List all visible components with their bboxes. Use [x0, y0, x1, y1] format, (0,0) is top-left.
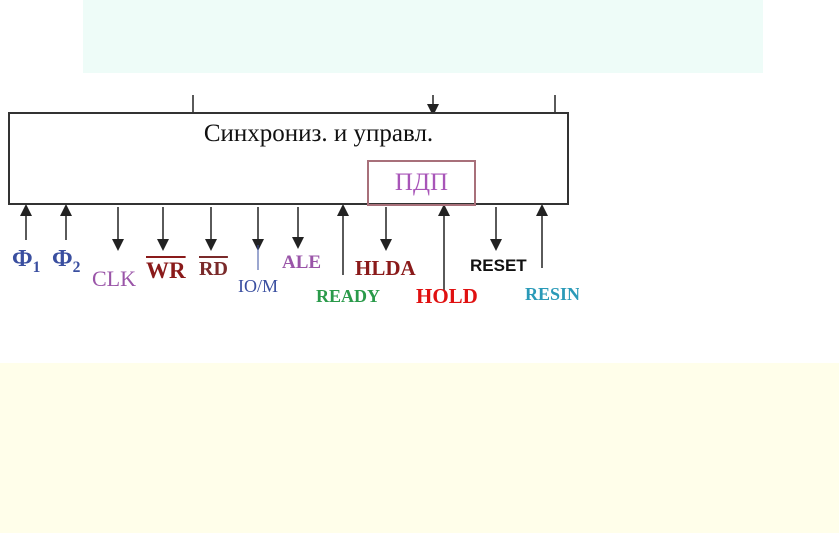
top-highlight-panel: [83, 0, 763, 73]
hlda-label: HLDA: [355, 256, 416, 280]
bottom-highlight-panel: [0, 363, 839, 533]
dma-label: ПДП: [394, 169, 449, 196]
phi2-label: Ф2: [52, 246, 81, 276]
ready-label: READY: [316, 286, 381, 306]
clk-label: CLK: [92, 266, 136, 291]
resin-label: RESIN: [525, 284, 579, 304]
dma-box: ПДП: [367, 160, 476, 206]
reset-label: RESET: [470, 256, 527, 275]
iom-label: IO/M: [238, 276, 278, 296]
wr-label: WR: [146, 258, 186, 283]
phi1-label: Ф1: [12, 246, 41, 276]
sync-control-block: Синхрониз. и управл. ПДП: [8, 112, 569, 206]
rd-label: RD: [199, 258, 228, 280]
ale-label: ALE: [282, 252, 322, 273]
hold-label: HOLD: [416, 284, 478, 308]
block-title: Синхрониз. и управл.: [203, 120, 434, 147]
